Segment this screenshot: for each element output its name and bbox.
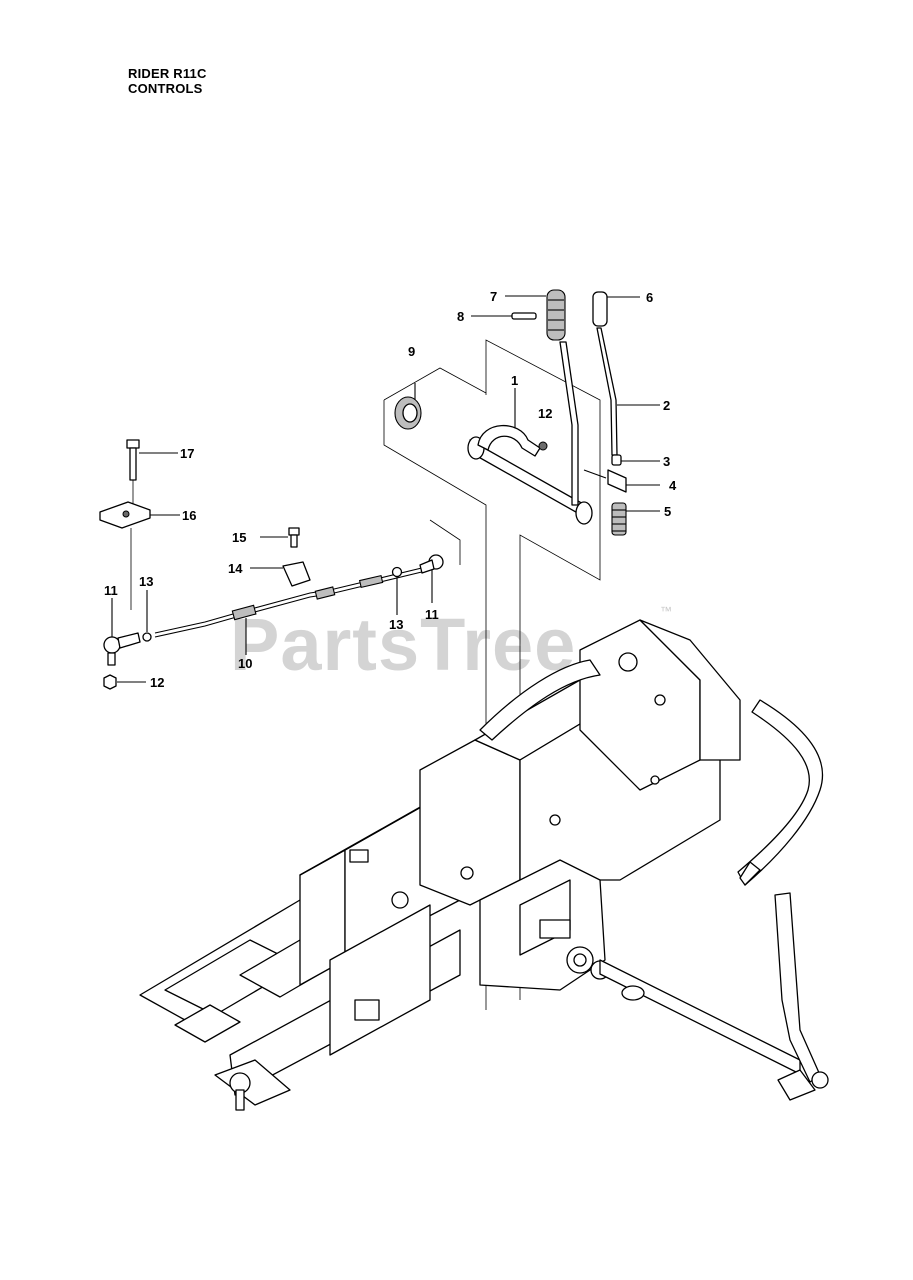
- part-7-grip: [505, 289, 566, 341]
- diagram-title: RIDER R11C: [128, 66, 207, 81]
- part-6-knob: [592, 291, 640, 327]
- lever-rod: [559, 341, 579, 506]
- part-5-spring: [611, 502, 660, 536]
- callout-3: 3: [663, 454, 670, 469]
- callout-11-left: 11: [104, 583, 118, 598]
- callout-17: 17: [180, 446, 194, 461]
- callout-6: 6: [646, 290, 653, 305]
- callout-13-right: 13: [389, 617, 403, 632]
- part-13-nut-left: [142, 590, 152, 642]
- part-11-ball-joint-right: [419, 554, 444, 603]
- callout-8: 8: [457, 309, 464, 324]
- callout-labels: 7 6 8 9 1 12 2 17 3 4 16 5 15 14 11 13 1…: [104, 289, 677, 690]
- callout-12-top: 12: [538, 406, 552, 421]
- callout-16: 16: [182, 508, 196, 523]
- part-13-nut-right: [391, 566, 403, 615]
- part-4-plate: [583, 469, 660, 493]
- watermark-text: PartsTree: [230, 603, 576, 686]
- callout-5: 5: [664, 504, 671, 519]
- part-10-cable: [154, 565, 431, 655]
- callout-11-right: 11: [425, 607, 439, 622]
- callout-1: 1: [511, 373, 518, 388]
- part-15-bolt: [260, 527, 300, 548]
- chassis-frame: [139, 619, 829, 1111]
- part-9-bushing: [394, 383, 422, 430]
- callout-14: 14: [228, 561, 243, 576]
- callout-15: 15: [232, 530, 246, 545]
- part-14-clamp: [250, 561, 311, 587]
- callout-2: 2: [663, 398, 670, 413]
- callout-4: 4: [669, 478, 677, 493]
- callout-13-left: 13: [139, 574, 153, 589]
- part-12-locknut: [103, 674, 146, 690]
- callout-12-bottom: 12: [150, 675, 164, 690]
- part-3-clip: [611, 454, 660, 466]
- diagram-subtitle: CONTROLS: [128, 81, 203, 96]
- part-2-rod: [596, 327, 660, 456]
- part-17-bolt: [126, 439, 178, 505]
- part-1-lever-bracket: [467, 388, 593, 525]
- part-16-bracket: [99, 501, 180, 610]
- part-8-pin: [471, 312, 537, 320]
- callout-10: 10: [238, 656, 252, 671]
- part-11-ball-joint-left: [103, 598, 141, 666]
- callout-7: 7: [490, 289, 497, 304]
- watermark-trademark: ™: [660, 604, 672, 618]
- callout-9: 9: [408, 344, 415, 359]
